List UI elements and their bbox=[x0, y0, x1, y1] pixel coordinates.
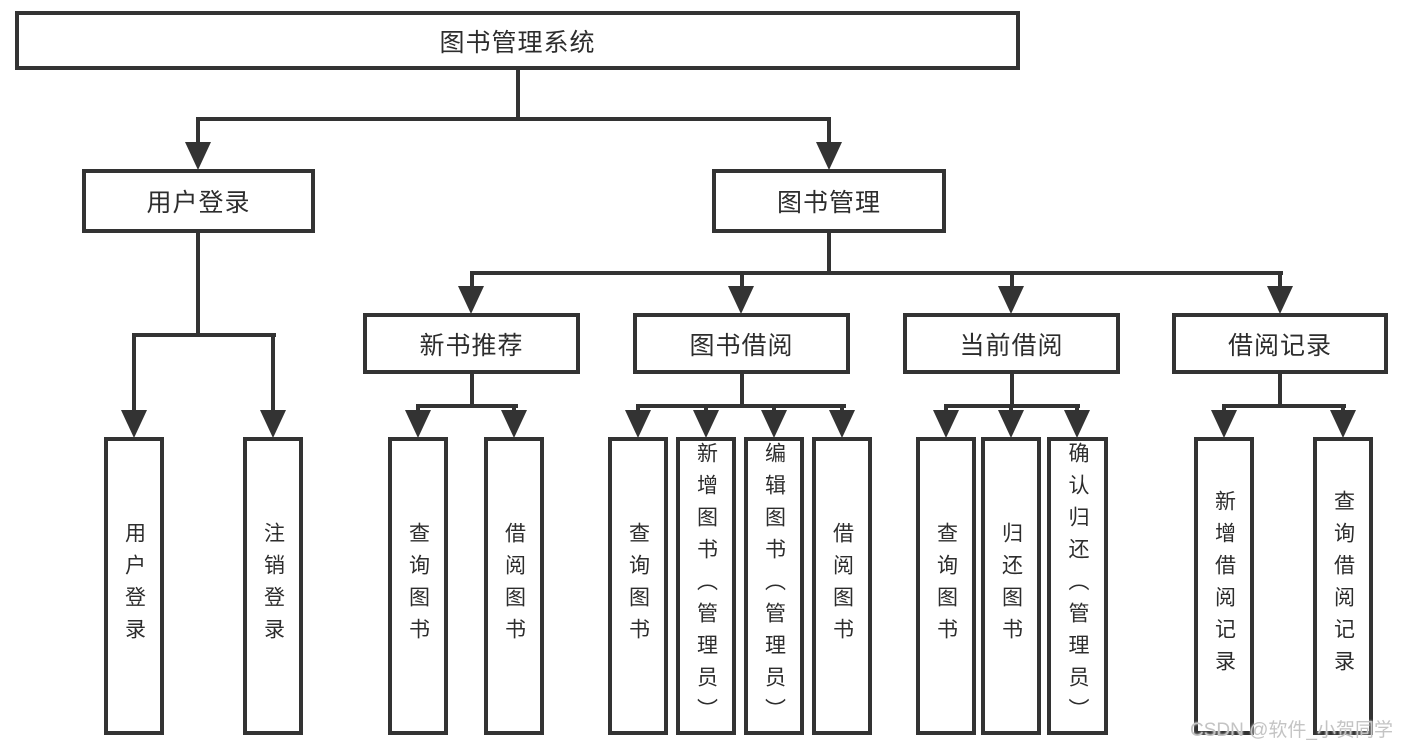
node-current-borrow: 当前借阅 bbox=[903, 313, 1120, 374]
arrow-down-icon bbox=[728, 286, 754, 314]
connector-line bbox=[636, 404, 640, 412]
arrow-down-icon bbox=[998, 286, 1024, 314]
node-book-borrow: 图书借阅 bbox=[633, 313, 850, 374]
arrow-down-icon bbox=[998, 410, 1024, 438]
leaf-label: 编辑图书（管理员） bbox=[762, 442, 786, 730]
connector-line bbox=[271, 333, 275, 411]
connector-line bbox=[636, 404, 846, 408]
connector-line bbox=[470, 271, 474, 289]
node-user-login: 用户登录 bbox=[82, 169, 315, 233]
connector-line bbox=[944, 404, 948, 412]
connector-line bbox=[1278, 373, 1282, 407]
connector-line bbox=[196, 233, 200, 336]
connector-line bbox=[1278, 271, 1282, 289]
connector-line bbox=[132, 333, 276, 337]
connector-line bbox=[827, 233, 831, 274]
connector-line bbox=[740, 271, 744, 289]
connector-line bbox=[740, 373, 744, 407]
connector-line bbox=[1222, 404, 1346, 408]
node-label: 新书推荐 bbox=[419, 331, 524, 360]
leaf-label: 查询图书 bbox=[626, 522, 650, 650]
leaf-newrec-borrow-books: 借阅图书 bbox=[484, 437, 544, 735]
leaf-records-query-record: 查询借阅记录 bbox=[1313, 437, 1373, 735]
arrow-down-icon bbox=[1064, 410, 1090, 438]
arrow-down-icon bbox=[260, 410, 286, 438]
arrow-down-icon bbox=[816, 142, 842, 170]
leaf-label: 注销登录 bbox=[261, 522, 285, 650]
arrow-down-icon bbox=[933, 410, 959, 438]
node-new-book-recommend: 新书推荐 bbox=[363, 313, 580, 374]
connector-line bbox=[704, 404, 708, 412]
leaf-records-add-record: 新增借阅记录 bbox=[1194, 437, 1254, 735]
leaf-label: 查询图书 bbox=[406, 522, 430, 650]
connector-line bbox=[1075, 404, 1079, 412]
csdn-watermark: CSDN @软件_小贺同学 bbox=[1190, 720, 1393, 741]
node-label: 图书管理系统 bbox=[439, 28, 596, 57]
connector-line bbox=[516, 69, 520, 120]
leaf-label: 归还图书 bbox=[999, 522, 1023, 650]
leaf-label: 新增借阅记录 bbox=[1212, 490, 1236, 682]
connector-line bbox=[470, 271, 1283, 275]
connector-line bbox=[1010, 373, 1014, 407]
node-book-management: 图书管理 bbox=[712, 169, 946, 233]
node-library-system: 图书管理系统 bbox=[15, 11, 1020, 70]
connector-line bbox=[196, 117, 831, 121]
node-label: 当前借阅 bbox=[959, 331, 1064, 360]
leaf-label: 查询借阅记录 bbox=[1331, 490, 1355, 682]
node-borrow-records: 借阅记录 bbox=[1172, 313, 1388, 374]
leaf-borrow-edit-books-admin: 编辑图书（管理员） bbox=[744, 437, 804, 735]
connector-line bbox=[470, 373, 474, 407]
connector-line bbox=[416, 404, 518, 408]
leaf-newrec-query-books: 查询图书 bbox=[388, 437, 448, 735]
connector-line bbox=[196, 117, 200, 143]
leaf-label: 新增图书（管理员） bbox=[694, 442, 718, 730]
leaf-current-return-books: 归还图书 bbox=[981, 437, 1041, 735]
leaf-label: 借阅图书 bbox=[502, 522, 526, 650]
connector-line bbox=[512, 404, 516, 412]
leaf-label: 借阅图书 bbox=[830, 522, 854, 650]
arrow-down-icon bbox=[1330, 410, 1356, 438]
leaf-current-query-books: 查询图书 bbox=[916, 437, 976, 735]
arrow-down-icon bbox=[405, 410, 431, 438]
arrow-down-icon bbox=[1267, 286, 1293, 314]
leaf-label: 确认归还（管理员） bbox=[1066, 442, 1089, 730]
leaf-logout-login: 注销登录 bbox=[243, 437, 303, 735]
connector-line bbox=[1222, 404, 1226, 412]
node-label: 图书管理 bbox=[776, 189, 881, 217]
leaf-borrow-query-books: 查询图书 bbox=[608, 437, 668, 735]
node-label: 借阅记录 bbox=[1227, 331, 1332, 360]
arrow-down-icon bbox=[1211, 410, 1237, 438]
connector-line bbox=[132, 333, 136, 411]
arrow-down-icon bbox=[185, 142, 211, 170]
leaf-borrow-add-books-admin: 新增图书（管理员） bbox=[676, 437, 736, 735]
connector-line bbox=[1010, 271, 1014, 289]
arrow-down-icon bbox=[761, 410, 787, 438]
connector-line bbox=[772, 404, 776, 412]
arrow-down-icon bbox=[829, 410, 855, 438]
node-label: 用户登录 bbox=[146, 189, 251, 217]
connector-line bbox=[1009, 404, 1013, 412]
arrow-down-icon bbox=[501, 410, 527, 438]
leaf-borrow-borrow-books: 借阅图书 bbox=[812, 437, 872, 735]
leaf-label: 用户登录 bbox=[122, 522, 146, 650]
arrow-down-icon bbox=[693, 410, 719, 438]
connector-line bbox=[827, 117, 831, 143]
arrow-down-icon bbox=[458, 286, 484, 314]
connector-line bbox=[840, 404, 844, 412]
leaf-label: 查询图书 bbox=[934, 522, 958, 650]
leaf-current-confirm-return-admin: 确认归还（管理员） bbox=[1047, 437, 1108, 735]
leaf-user-login: 用户登录 bbox=[104, 437, 164, 735]
arrow-down-icon bbox=[625, 410, 651, 438]
connector-line bbox=[1341, 404, 1345, 412]
connector-line bbox=[416, 404, 420, 412]
node-label: 图书借阅 bbox=[689, 331, 794, 360]
arrow-down-icon bbox=[121, 410, 147, 438]
